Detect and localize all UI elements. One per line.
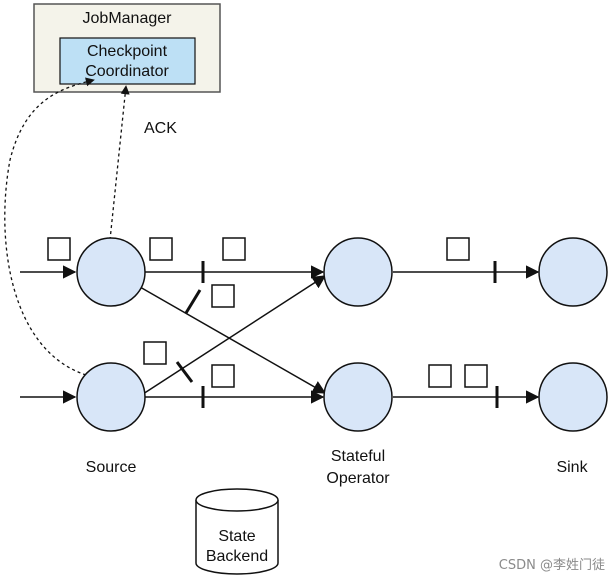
source-node-2	[76, 362, 146, 432]
record	[47, 237, 71, 261]
record	[464, 364, 488, 388]
operator-node-1	[323, 237, 393, 307]
record	[143, 341, 167, 365]
state-backend-label-line1: State	[218, 528, 255, 545]
ack-label: ACK	[144, 120, 177, 137]
barrier	[184, 289, 202, 314]
job-manager-title: JobManager	[83, 10, 173, 27]
sink-node-2	[538, 362, 608, 432]
operator-label-line1: Stateful	[331, 448, 385, 465]
record	[149, 237, 173, 261]
coordinator-label-line1: Checkpoint	[87, 43, 168, 60]
sink-label: Sink	[556, 459, 588, 476]
source-label: Source	[86, 459, 137, 476]
record	[211, 364, 235, 388]
sink-node-1	[538, 237, 608, 307]
checkpoint-barriers	[175, 261, 499, 408]
coordinator-label-line2: Coordinator	[85, 63, 169, 80]
record	[428, 364, 452, 388]
ack-arrow-source-top	[109, 85, 130, 241]
state-backend-cylinder: State Backend	[195, 488, 279, 575]
edge-source1-operator2	[139, 286, 327, 394]
edge-source2-operator1	[142, 275, 327, 395]
state-backend-label-line2: Backend	[206, 548, 268, 565]
source-node-1	[76, 237, 146, 307]
job-manager-box: JobManager Checkpoint Coordinator	[33, 3, 221, 93]
record	[222, 237, 246, 261]
records	[47, 237, 488, 388]
barrier	[175, 361, 194, 383]
checkpoint-coordinator-box	[59, 37, 196, 85]
operator-label-line2: Operator	[326, 470, 390, 487]
operator-node-2	[323, 362, 393, 432]
record	[211, 284, 235, 308]
record	[446, 237, 470, 261]
ack-arrow-source-bottom	[4, 77, 95, 376]
watermark: CSDN @李姓门徒	[499, 558, 605, 573]
